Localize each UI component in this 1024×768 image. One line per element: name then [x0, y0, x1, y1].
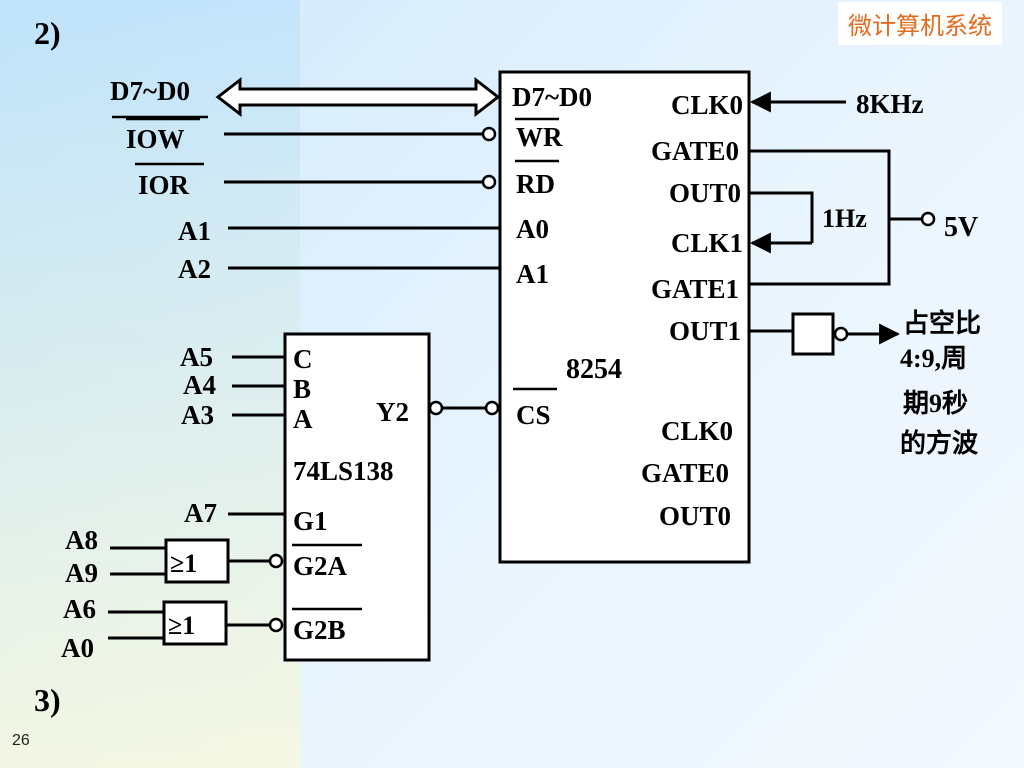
clock-8khz-label: 8KHz: [856, 89, 924, 119]
chip-74ls138-name: 74LS138: [293, 456, 394, 486]
pin-8254-clk2-label: CLK0: [661, 416, 733, 446]
pin-138-g2a: G2A: [293, 551, 348, 581]
part-2-label: 2): [34, 15, 61, 51]
or-gate-2: [162, 600, 228, 646]
supply-5v-label: 5V: [944, 212, 978, 243]
out0-clk1-wire: [749, 191, 814, 243]
pin-138-b: B: [293, 374, 311, 404]
pin-8254-wr: WR: [516, 122, 563, 152]
or-gate-2-label: ≥1: [168, 611, 195, 640]
output-desc-line2: 4:9,周: [900, 344, 967, 373]
signal-a4: A4: [183, 370, 216, 400]
signal-a2: A2: [178, 254, 211, 284]
signal-iow: IOW: [126, 124, 185, 154]
pin-8254-gate1: GATE1: [651, 274, 739, 304]
signal-ior: IOR: [138, 170, 190, 200]
pin-8254-out0: OUT0: [669, 178, 741, 208]
pin-8254-a1: A1: [516, 259, 549, 289]
signal-a7: A7: [184, 498, 217, 528]
cs-bubble: [484, 400, 500, 416]
pin-8254-clk0: CLK0: [671, 90, 743, 120]
rd-bubble: [481, 174, 497, 190]
pin-8254-rd: RD: [516, 169, 555, 199]
chip-8254-name: 8254: [566, 354, 622, 385]
pin-8254-out1: OUT1: [669, 316, 741, 346]
signal-a5: A5: [180, 342, 213, 372]
pin-138-g1: G1: [293, 506, 328, 536]
inverter-gate: [791, 312, 835, 356]
pin-138-g2b: G2B: [293, 615, 346, 645]
or-gate-1: [164, 538, 230, 584]
page-number: 26: [12, 732, 30, 749]
signal-data-bus: D7~D0: [110, 76, 190, 106]
output-desc-line1: 占空比: [903, 308, 981, 338]
pin-8254-a0: A0: [516, 214, 549, 244]
chip-8254-body: [498, 70, 751, 564]
pin-8254-cs: CS: [516, 400, 551, 430]
wr-bubble: [481, 126, 497, 142]
signal-a3: A3: [181, 400, 214, 430]
part-3-label: 3): [34, 682, 61, 718]
supply-terminal: [920, 211, 936, 227]
signal-a0: A0: [61, 633, 94, 663]
data-bus-arrow: [215, 76, 501, 118]
pin-8254-clk1: CLK1: [671, 228, 743, 258]
pin-138-c: C: [293, 344, 313, 374]
freq-1hz-label: 1Hz: [822, 204, 867, 233]
course-title-badge: 微计算机系统: [838, 2, 1002, 45]
signal-a8: A8: [65, 525, 98, 555]
g2a-bubble: [268, 553, 284, 569]
g2b-bubble: [268, 617, 284, 633]
signal-a1: A1: [178, 216, 211, 246]
pin-138-a: A: [293, 404, 313, 434]
output-desc-line3: 期9秒: [903, 389, 968, 418]
pin-8254-gate0: GATE0: [651, 136, 739, 166]
gate-tie-wire: [749, 149, 891, 286]
pin-138-y2: Y2: [376, 397, 409, 427]
pin-8254-out2-label: OUT0: [659, 501, 731, 531]
output-desc-line4: 的方波: [900, 428, 979, 458]
background-gradient-strip: [0, 0, 300, 768]
signal-a6: A6: [63, 594, 96, 624]
pin-8254-data: D7~D0: [512, 82, 592, 112]
y2-bubble: [428, 400, 444, 416]
pin-8254-gate2-label: GATE0: [641, 458, 729, 488]
chip-74ls138-body: [283, 332, 431, 662]
signal-a9: A9: [65, 558, 98, 588]
or-gate-1-label: ≥1: [170, 549, 197, 578]
inverter-bubble: [833, 326, 849, 342]
